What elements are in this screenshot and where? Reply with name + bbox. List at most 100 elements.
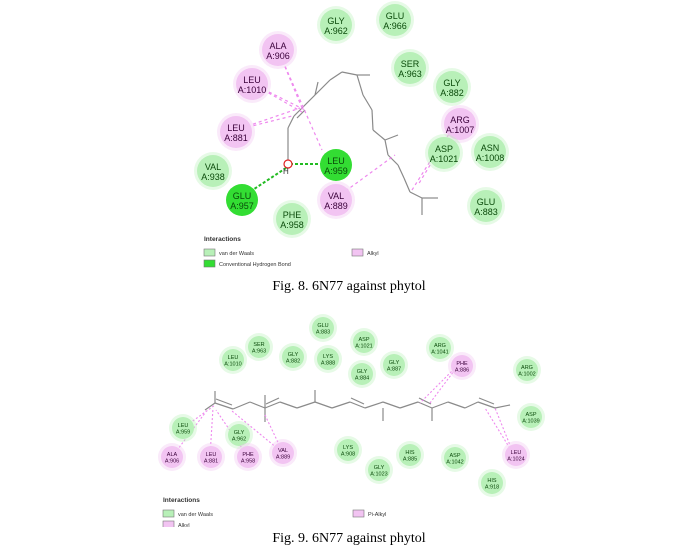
residue-disc [272, 442, 294, 464]
residue-name: ASP [449, 453, 460, 459]
residue-name: GLY [234, 430, 245, 436]
residue-number: A:1039 [522, 419, 539, 425]
residue-name: VAL [278, 448, 288, 454]
residue-number: A:1008 [476, 153, 505, 163]
residue-number: A:906 [266, 51, 290, 61]
legend-label-vdw: van der Waals [178, 512, 213, 518]
residue-number: A:957 [230, 201, 254, 211]
residue-name: PHE [242, 452, 254, 458]
residue-disc [368, 459, 390, 481]
ligand-bond [387, 154, 399, 166]
residue-disc [429, 337, 451, 359]
ligand-bond [214, 402, 234, 410]
ligand-bond [382, 401, 401, 409]
residue-name: SER [401, 59, 420, 69]
residue-number: A:881 [204, 459, 218, 465]
residue-number: A:881 [224, 133, 248, 143]
ligand-bond [384, 134, 399, 141]
residue-number: A:1010 [224, 362, 241, 368]
residue-disc [236, 68, 268, 100]
residue-name: ASP [525, 412, 536, 418]
residue-number: A:1023 [370, 472, 387, 478]
residue-number: A:962 [232, 437, 246, 443]
ligand-bond [301, 94, 316, 109]
residue-disc [379, 4, 411, 36]
residue-name: GLU [233, 191, 252, 201]
residue-disc [172, 417, 194, 439]
ligand-bond [397, 164, 405, 179]
alkyl-interaction [235, 115, 293, 131]
ligand-bond [356, 74, 364, 96]
residue-number: A:963 [252, 349, 266, 355]
residue-name: GLY [327, 16, 344, 26]
residue-disc [248, 336, 270, 358]
residue-disc [399, 444, 421, 466]
residue-disc [516, 359, 538, 381]
figure-9-caption: Fig. 9. 6N77 against phytol [272, 531, 426, 546]
residue-number: A:1007 [446, 125, 475, 135]
figure-8-caption: Fig. 8. 6N77 against phytol [272, 279, 426, 294]
residue-number: A:1042 [446, 460, 463, 466]
ligand-bond [329, 71, 343, 81]
ligand-bond [314, 401, 333, 409]
residue-number: A:885 [403, 457, 417, 463]
residue-disc [505, 444, 527, 466]
residue-number: A:1002 [518, 372, 535, 378]
ligand-bond [371, 109, 374, 131]
ligand-bond [265, 397, 280, 405]
alkyl-interaction [264, 414, 284, 454]
ligand-bond [384, 139, 389, 156]
residue-number: A:958 [280, 220, 304, 230]
residue-number: A:959 [324, 166, 348, 176]
residue-number: A:958 [241, 459, 255, 465]
legend-swatch-vdw [203, 248, 216, 257]
residue-number: A:966 [383, 21, 407, 31]
residue-disc [353, 331, 375, 353]
residue-disc [220, 116, 252, 148]
residue-name: GLU [477, 197, 496, 207]
residue-disc [222, 349, 244, 371]
residue-number: A:1021 [430, 154, 459, 164]
residue-number: A:959 [176, 430, 190, 436]
residue-number: A:1010 [238, 85, 267, 95]
ligand-bond [296, 401, 316, 409]
oxygen-atom [283, 159, 293, 169]
ligand-bond [341, 71, 358, 76]
ligand-bond [349, 401, 366, 409]
residue-disc [237, 446, 259, 468]
residue-name: ASP [358, 337, 369, 343]
ligand-bond [296, 109, 306, 119]
ligand-bond [403, 177, 411, 193]
residue-disc [320, 149, 352, 181]
ligand-bond [314, 79, 331, 96]
ligand-bond [204, 402, 216, 411]
residue-name: ALA [167, 452, 178, 458]
legend-swatch-hbond [203, 259, 216, 268]
residue-name: ALA [269, 41, 286, 51]
residue-disc [320, 9, 352, 41]
legend-title: Interactions [163, 497, 200, 504]
residue-disc [161, 446, 183, 468]
ligand-bond [264, 401, 281, 409]
ligand-bond [431, 401, 449, 409]
residue-name: PHE [456, 361, 468, 367]
